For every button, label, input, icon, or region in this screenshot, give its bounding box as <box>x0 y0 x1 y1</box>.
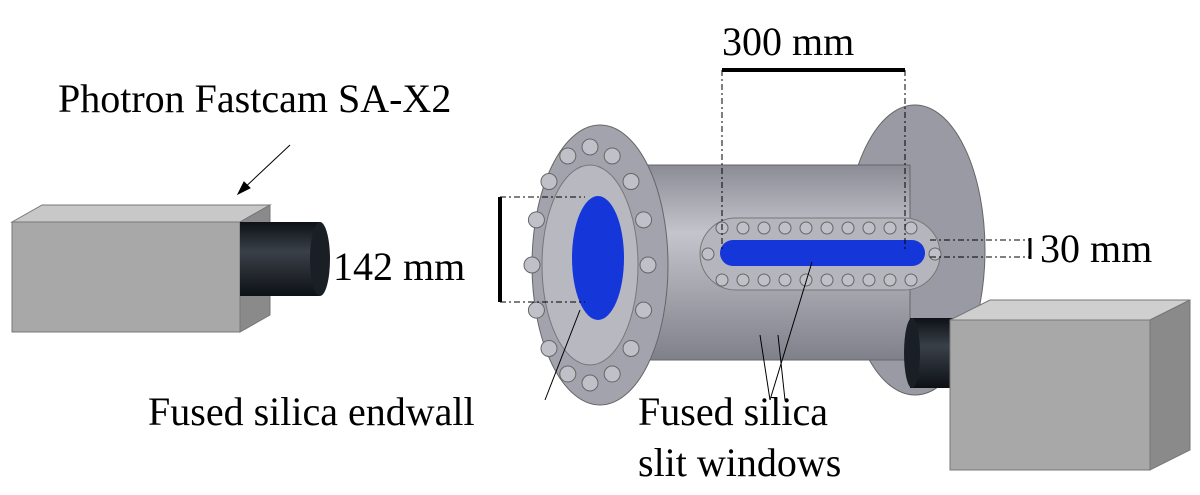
bolt <box>841 221 855 235</box>
bolt <box>639 256 657 274</box>
bolt <box>757 221 771 235</box>
length-label: 300 mm <box>722 19 854 64</box>
bolt <box>581 138 599 156</box>
bolt <box>736 273 750 287</box>
slit-label-line2: slit windows <box>638 440 841 485</box>
slit-width-label: 30 mm <box>1040 226 1152 271</box>
bolt <box>527 301 545 319</box>
bolt <box>635 301 653 319</box>
bolt <box>622 173 640 191</box>
bolt <box>862 273 876 287</box>
bolt <box>715 273 729 287</box>
slit-window <box>720 240 925 266</box>
bolt <box>581 374 599 392</box>
bolt <box>540 339 558 357</box>
bolt <box>603 147 621 165</box>
bolt <box>820 273 834 287</box>
bolt <box>883 273 897 287</box>
dimension-lines <box>236 68 1032 401</box>
bolt <box>799 221 813 235</box>
endwall-window <box>572 196 624 320</box>
bolt <box>928 247 942 261</box>
bolt <box>559 147 577 165</box>
bolt <box>527 211 545 229</box>
bolt <box>820 221 834 235</box>
bolt <box>778 273 792 287</box>
bolt <box>778 221 792 235</box>
bolt <box>701 247 715 261</box>
bolt <box>904 273 918 287</box>
bolt <box>841 273 855 287</box>
slit-label-line1: Fused silica <box>638 389 828 434</box>
optical-vessel <box>523 104 986 406</box>
endwall-label: Fused silica endwall <box>148 389 475 434</box>
camera-left <box>10 204 330 333</box>
bolt <box>622 339 640 357</box>
bolt <box>559 365 577 383</box>
bolt <box>904 221 918 235</box>
bolt <box>757 273 771 287</box>
bolt <box>862 221 876 235</box>
bolt <box>603 365 621 383</box>
bolt <box>736 221 750 235</box>
diameter-label: 142 mm <box>333 244 465 289</box>
bolt <box>523 256 541 274</box>
bolt <box>540 173 558 191</box>
bolt <box>883 221 897 235</box>
camera-label: Photron Fastcam SA-X2 <box>58 76 451 121</box>
camera-right <box>904 299 1191 471</box>
bolt <box>635 211 653 229</box>
